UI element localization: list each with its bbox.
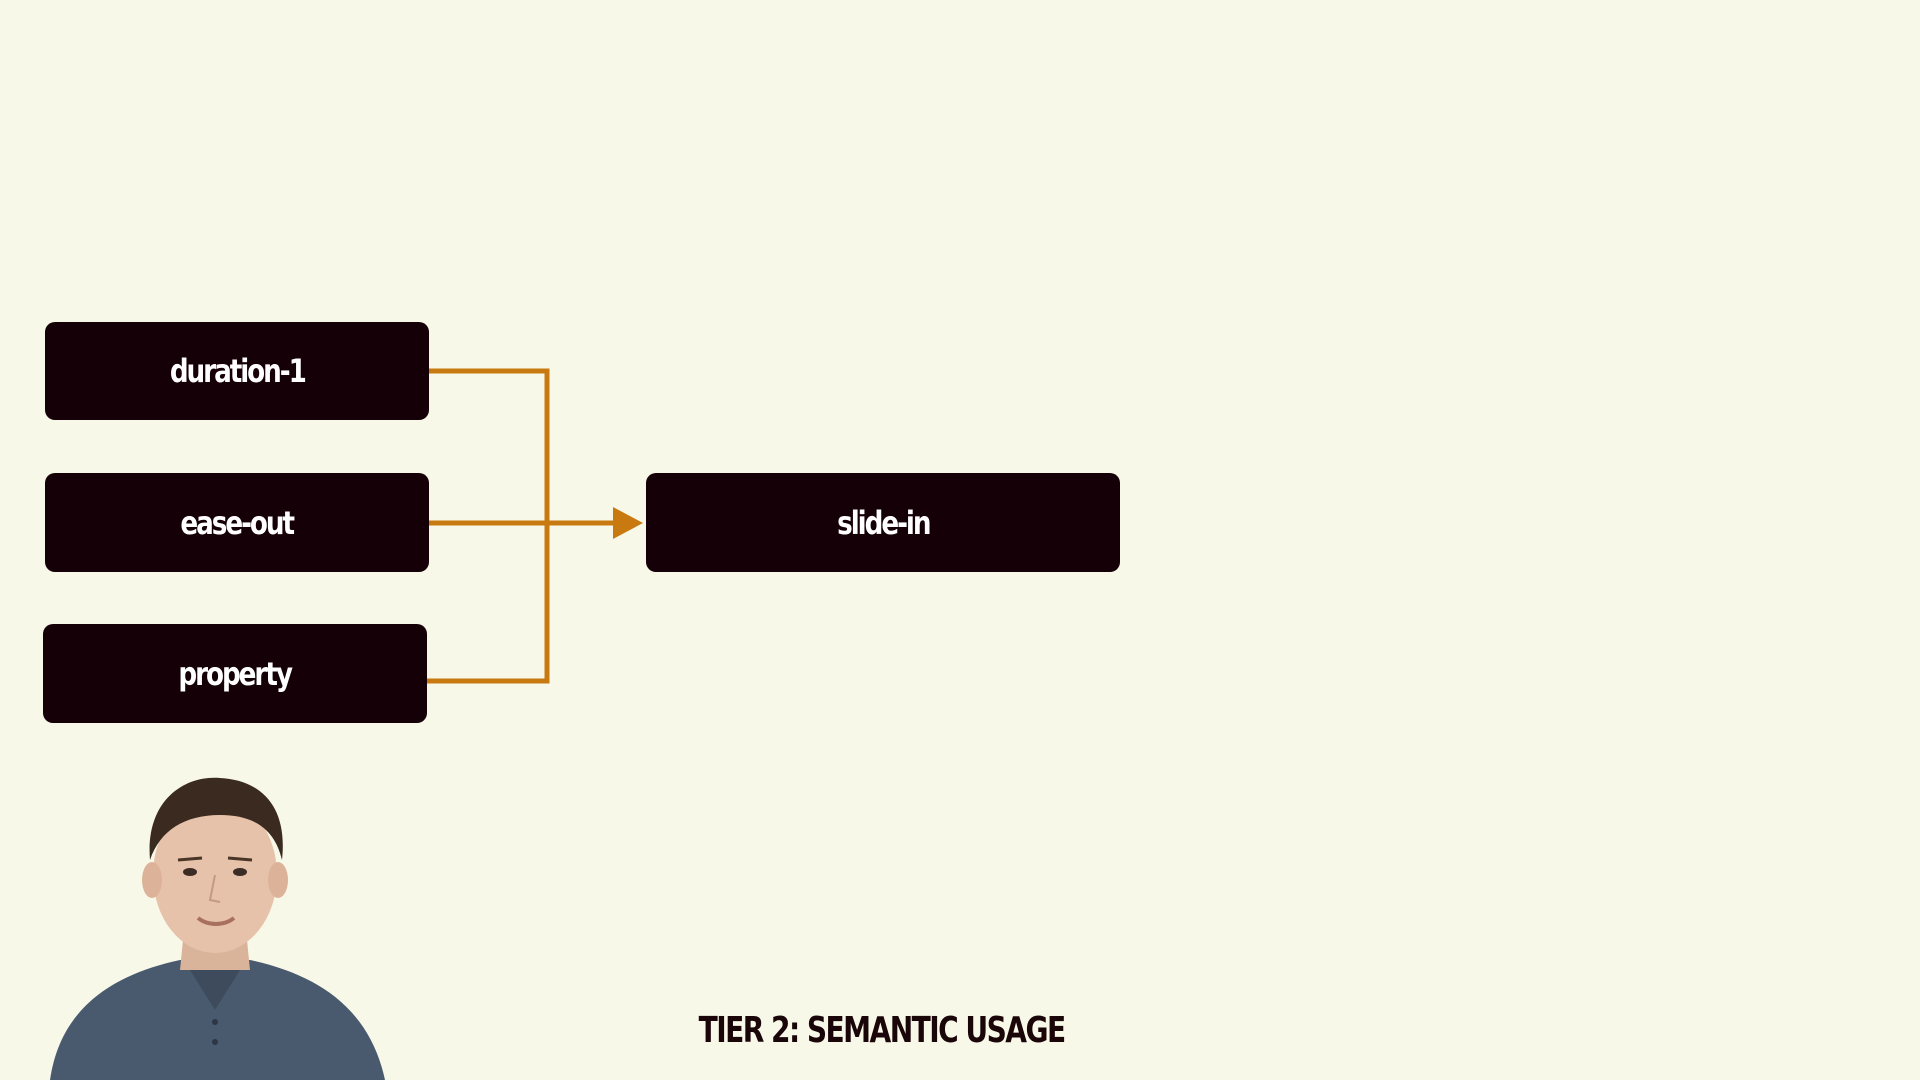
token-label: duration-1 <box>169 352 306 390</box>
connector-property <box>427 523 550 684</box>
connector-duration <box>429 368 550 523</box>
arrow-head-icon <box>613 507 643 539</box>
token-label: slide-in <box>836 503 931 542</box>
token-label: property <box>178 654 294 693</box>
caption-text: TIER 2: SEMANTIC USAGE <box>699 1010 1067 1051</box>
token-slide-in: slide-in <box>646 473 1120 572</box>
token-duration-1: duration-1 <box>45 322 429 420</box>
slide-caption: TIER 2: SEMANTIC USAGE <box>0 1010 1764 1051</box>
token-ease-out: ease-out <box>45 473 429 572</box>
token-property: property <box>43 624 427 723</box>
presenter-webcam-icon <box>50 777 385 1080</box>
token-label: ease-out <box>180 503 296 542</box>
